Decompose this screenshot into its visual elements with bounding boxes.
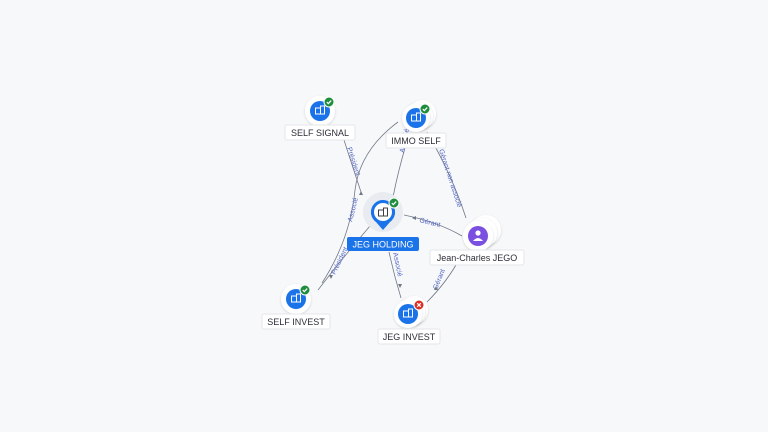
building-icon	[403, 308, 413, 318]
arrow-icon	[398, 284, 402, 288]
node-circle	[468, 226, 488, 246]
node-self-invest[interactable]: SELF INVEST	[261, 284, 331, 330]
edge-label: Associé	[347, 197, 360, 223]
node-label: JEG HOLDING	[352, 240, 413, 250]
building-icon	[378, 207, 388, 217]
node-immo-self[interactable]: IMMO SELF	[385, 100, 447, 149]
edge-label: Gérant	[432, 268, 447, 291]
label-box-selected	[347, 237, 419, 251]
edge-label: Président	[331, 246, 350, 276]
check-icon	[422, 107, 428, 112]
arrow-icon	[359, 191, 363, 195]
edge-label: Gérant non associé	[437, 148, 462, 208]
label-box	[385, 132, 447, 149]
edge-label: Associé	[391, 252, 403, 278]
node-label: IMMO SELF	[391, 136, 441, 146]
label-box	[261, 313, 331, 330]
label-box	[377, 328, 441, 345]
status-ok-badge	[323, 96, 335, 108]
check-icon	[391, 201, 397, 206]
status-ok-badge	[388, 197, 400, 209]
arrow-icon	[434, 286, 438, 290]
node-jean-charles-jego[interactable]: Jean-Charles JEGO	[429, 215, 525, 266]
building-icon	[315, 105, 325, 115]
building-icon	[411, 112, 421, 122]
node-self-signal[interactable]: SELF SIGNAL	[284, 96, 356, 141]
arrow-icon	[412, 216, 416, 220]
edge-president-self-signal[interactable]: Président	[343, 139, 363, 196]
edge-gerant-holding[interactable]: Gérant	[403, 214, 463, 237]
edge-label: Gérant	[419, 217, 442, 229]
node-label: Jean-Charles JEGO	[437, 253, 518, 263]
node-label: JEG INVEST	[383, 332, 436, 342]
check-icon	[302, 288, 308, 293]
arrow-icon	[329, 275, 333, 279]
edge-associe-jeg-invest[interactable]: Associé	[388, 251, 403, 299]
node-label: SELF INVEST	[267, 317, 325, 327]
status-ok-badge	[419, 103, 431, 115]
node-label: SELF SIGNAL	[291, 128, 349, 138]
building-icon	[291, 293, 301, 303]
label-box	[429, 249, 525, 266]
edge-president-self-invest[interactable]: Président	[317, 225, 371, 291]
status-ok-badge	[299, 284, 311, 296]
person-icon	[473, 230, 483, 241]
close-icon	[416, 302, 422, 308]
label-box	[284, 124, 356, 141]
check-icon	[326, 100, 332, 105]
node-jeg-holding[interactable]: JEG HOLDING	[347, 192, 419, 251]
edge-label: Président	[345, 146, 361, 176]
node-jeg-invest[interactable]: JEG INVEST	[377, 296, 441, 345]
